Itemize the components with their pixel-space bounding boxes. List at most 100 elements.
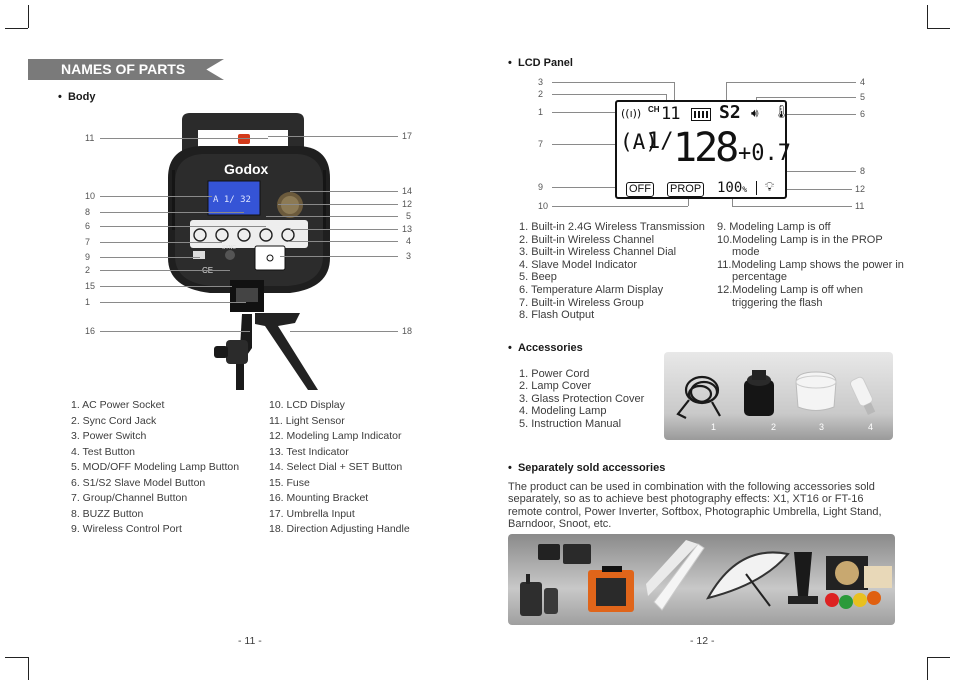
device-lcd-text: A 1/ 32	[213, 195, 251, 205]
callout-line	[100, 257, 200, 258]
list-item: 6. Temperature Alarm Display	[519, 283, 664, 296]
callout-number: 15	[85, 281, 96, 291]
callout-number: 5	[860, 92, 866, 102]
accessories-photo: 1 2 3 4	[664, 352, 893, 440]
list-item: 7. Group/Channel Button	[71, 492, 188, 504]
callout-line	[290, 191, 398, 192]
photo-label: 3	[819, 422, 825, 432]
callout-number: 8	[85, 207, 91, 217]
callout-line	[770, 171, 856, 172]
flash-unit-illustration: Godox A 1/ 32 SYNC CE	[168, 113, 330, 390]
separately-heading-text: Separately sold accessories	[517, 462, 666, 474]
body-heading: • Body	[58, 91, 96, 103]
crop-mark	[5, 28, 28, 29]
callout-number: 7	[538, 139, 544, 149]
list-item: 1. Built-in 2.4G Wireless Transmission	[519, 221, 705, 233]
temperature-icon: 🌡︎	[773, 105, 790, 120]
callout-number: 14	[402, 186, 413, 196]
callout-line	[726, 82, 856, 83]
lcd-heading-text: LCD Panel	[517, 57, 573, 69]
list-item: 2. Lamp Cover	[519, 380, 592, 393]
list-item: 18. Direction Adjusting Handle	[269, 523, 410, 535]
sync-label: SYNC	[222, 245, 236, 251]
callout-line	[100, 242, 222, 243]
callout-number: 4	[406, 236, 412, 246]
accessories-list: 1. Power Cord 2. Lamp Cover 3. Glass Pro…	[519, 368, 644, 430]
output-prefix: 1/	[647, 129, 674, 154]
callout-line	[688, 196, 689, 206]
parts-list-col2: 10. LCD Display 11. Light Sensor 12. Mod…	[269, 398, 410, 538]
callout-number: 8	[860, 166, 866, 176]
accessories-heading: • Accessories	[508, 342, 583, 354]
body-heading-text: Body	[67, 91, 96, 103]
list-item: 7. Built-in Wireless Group	[519, 296, 644, 309]
list-item: percentage	[732, 271, 788, 284]
page-number: - 11 -	[238, 635, 262, 647]
callout-line	[732, 206, 852, 207]
callout-number: 18	[402, 326, 413, 336]
ch-label: CH	[648, 105, 660, 114]
list-item: 16. Mounting Bracket	[269, 492, 369, 504]
output-offset: +0.7	[738, 141, 791, 166]
callout-number: 2	[538, 89, 544, 99]
callout-number: 6	[85, 221, 91, 231]
list-item: mode	[732, 246, 760, 259]
callout-number: 7	[85, 237, 91, 247]
callout-number: 9	[85, 252, 91, 262]
list-item: 15. Fuse	[269, 476, 310, 489]
flash-output: 128	[673, 125, 739, 171]
callout-line	[726, 82, 727, 104]
callout-line	[288, 241, 398, 242]
callout-number: 11	[855, 201, 865, 211]
separately-heading: • Separately sold accessories	[508, 462, 666, 474]
beep-icon: 🔊︎	[751, 106, 759, 120]
photo-label: 4	[868, 422, 874, 432]
callout-line	[776, 189, 852, 190]
photo-label: 1	[711, 422, 717, 432]
separately-text: The product can be used in combination w…	[508, 481, 882, 531]
wireless-icon: ((ı))	[621, 107, 642, 120]
callout-number: 1	[85, 297, 91, 307]
section-title: NAMES OF PARTS	[61, 61, 186, 77]
callout-line	[782, 114, 856, 115]
callout-line	[278, 204, 398, 205]
callout-line	[552, 112, 624, 113]
list-item: 4. Slave Model Indicator	[519, 258, 638, 271]
channel-display: 11	[661, 104, 681, 124]
lcd-heading: • LCD Panel	[508, 57, 573, 69]
percent-value: 100	[717, 180, 743, 196]
list-item: 10. LCD Display	[269, 399, 345, 411]
optional-accessories-photo	[508, 534, 895, 625]
callout-number: 9	[538, 182, 544, 192]
percent-unit: %	[742, 185, 748, 194]
callout-line	[100, 270, 230, 271]
lcd-panel: ((ı)) CH 11 S2 🔊︎ 🌡︎ (A) 1/ 128 +0.7 OFF…	[615, 100, 791, 199]
callout-number: 11	[85, 133, 95, 143]
callout-line	[732, 196, 733, 206]
callout-line	[100, 226, 266, 227]
modeling-prop-box: PROP	[667, 182, 705, 197]
callout-number: 12	[402, 199, 413, 209]
modeling-off-box: OFF	[626, 182, 654, 197]
callout-number: 4	[860, 77, 866, 87]
page-number: - 12 -	[690, 635, 715, 647]
list-item: 1. Power Cord	[519, 368, 590, 380]
callout-line	[552, 187, 626, 188]
callout-line	[290, 331, 398, 332]
callout-line	[280, 256, 398, 257]
list-item: 10.Modeling Lamp is in the PROP	[717, 233, 883, 246]
list-item: 5. MOD/OFF Modeling Lamp Button	[71, 461, 240, 473]
modeling-percentage: 100%	[717, 180, 747, 196]
lcd-items-col2: 9. Modeling Lamp is off 10.Modeling Lamp…	[717, 221, 904, 309]
callout-number: 2	[85, 265, 91, 275]
list-item: 12.Modeling Lamp is off when	[717, 283, 863, 296]
callout-number: 12	[855, 184, 866, 194]
callout-line	[756, 97, 856, 98]
divider	[756, 181, 757, 195]
callout-line	[100, 212, 244, 213]
callout-number: 5	[406, 211, 412, 221]
callout-line	[100, 138, 268, 139]
list-item: 6. S1/S2 Slave Model Button	[71, 476, 206, 489]
lcd-items-col1: 1. Built-in 2.4G Wireless Transmission 2…	[519, 221, 705, 322]
callout-number: 1	[538, 107, 544, 117]
